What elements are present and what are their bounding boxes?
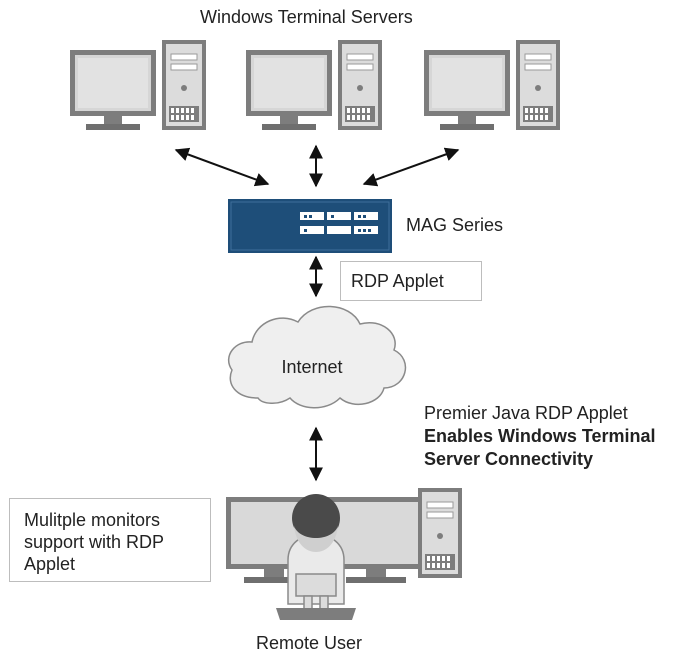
cloud-label: Internet xyxy=(281,357,342,377)
description-line-3: Server Connectivity xyxy=(424,449,594,469)
note-box: Mulitple monitors support with RDP Apple… xyxy=(9,498,211,582)
server-links xyxy=(174,144,460,188)
server-2-icon xyxy=(246,39,383,131)
applet-label: RDP Applet xyxy=(351,271,444,291)
description-line-1: Premier Java RDP Applet xyxy=(424,403,628,423)
appliance-label: MAG Series xyxy=(406,215,504,235)
note-line-3: Applet xyxy=(24,554,76,574)
cloud-icon xyxy=(227,305,407,409)
user-label: Remote User xyxy=(256,633,363,653)
applet-label-box: RDP Applet xyxy=(340,261,482,301)
server-3-icon xyxy=(424,39,561,131)
note-line-2: support with RDP xyxy=(24,532,165,552)
user-icon xyxy=(276,494,356,620)
servers-title: Windows Terminal Servers xyxy=(200,7,413,27)
network-appliance-icon xyxy=(228,199,392,253)
server-1-icon xyxy=(70,39,207,131)
description-line-2: Enables Windows Terminal xyxy=(424,426,656,446)
note-line-1: Mulitple monitors xyxy=(24,510,161,530)
